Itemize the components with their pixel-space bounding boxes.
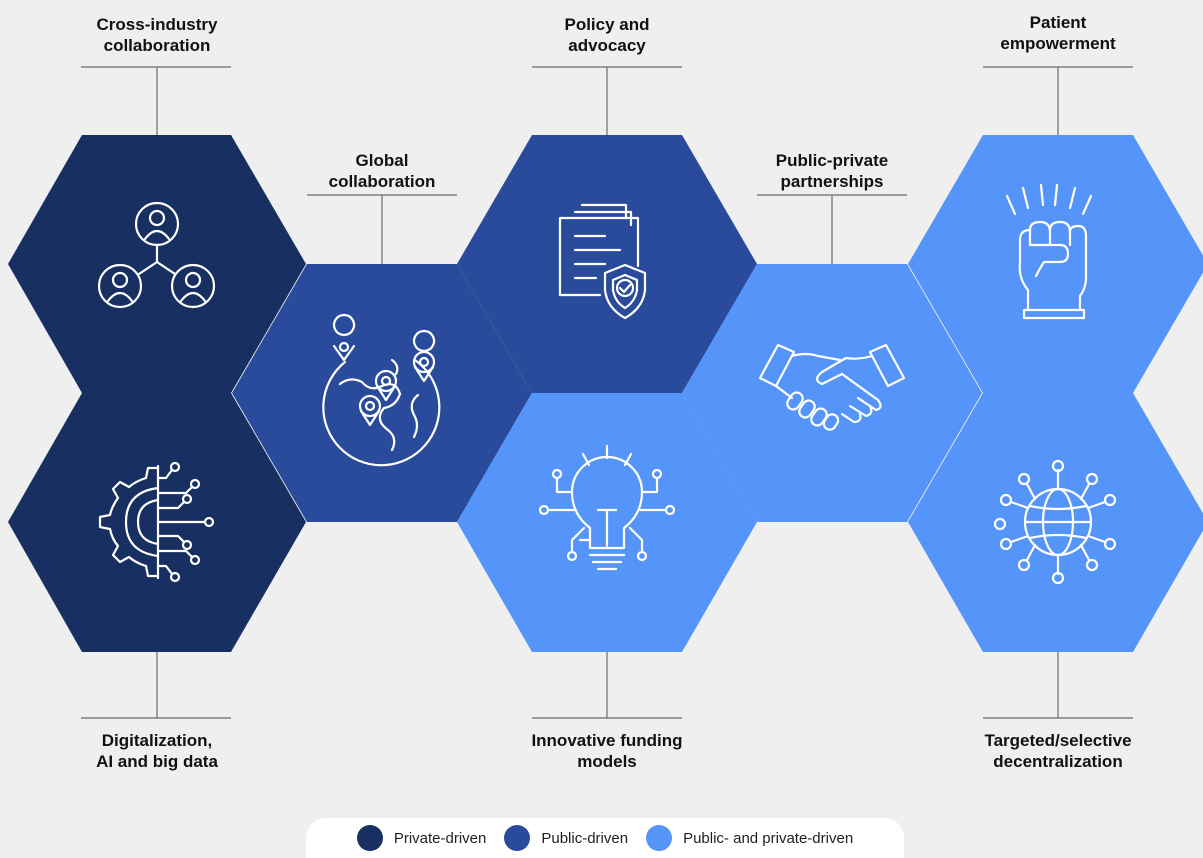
legend-item-public: Public-driven (504, 825, 628, 851)
label-policy-advocacy: Policy and advocacy (564, 15, 650, 55)
label-innovative-funding: Innovative funding models (531, 731, 683, 771)
hexagon-policy-advocacy (457, 135, 757, 393)
legend: Private-driven Public-driven Public- and… (306, 818, 904, 858)
raised-fist-icon (1005, 183, 1093, 320)
handshake-icon (758, 343, 906, 431)
connector-lines (81, 66, 1133, 719)
legend-swatch-public (504, 825, 531, 851)
people-network-icon (97, 201, 216, 309)
legend-swatch-private (356, 825, 383, 851)
legend-label-both: Public- and private-driven (683, 829, 854, 847)
legend-label-private: Private-driven (393, 829, 487, 847)
legend-swatch-both (646, 825, 673, 851)
globe-network-icon (993, 459, 1117, 585)
label-global-collaboration: Global collaboration (328, 151, 436, 191)
hexagon-public-private-partnerships (682, 264, 982, 522)
legend-label-public: Public-driven (541, 829, 629, 847)
label-digitalization: Digitalization, AI and big data (96, 731, 218, 771)
label-cross-industry: Cross-industry collaboration (96, 15, 218, 55)
globe-pins-icon (322, 313, 441, 467)
gear-circuit-icon (98, 461, 215, 583)
legend-item-both: Public- and private-driven (646, 825, 853, 851)
document-shield-icon (558, 203, 647, 320)
legend-item-private: Private-driven (356, 825, 487, 851)
hexagon-cross-industry (8, 135, 306, 393)
label-decentralization: Targeted/selective decentralization (984, 731, 1132, 771)
lightbulb-icon (538, 444, 676, 571)
label-patient-empowerment: Patient empowerment (1000, 13, 1116, 53)
hexagon-patient-empowerment (908, 135, 1203, 393)
label-public-private-partnerships: Public-private partnerships (775, 151, 889, 191)
